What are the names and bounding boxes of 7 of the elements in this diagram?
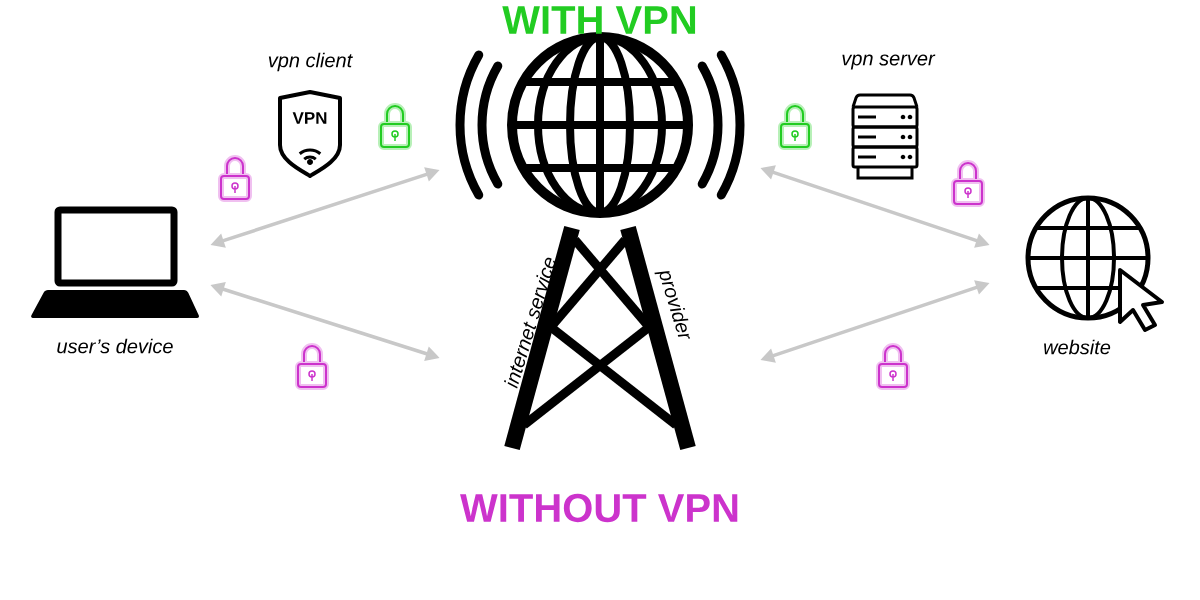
heading: WITH VPN <box>502 6 696 34</box>
node-label: website <box>1044 339 1111 355</box>
heading: WITHOUT VPN <box>460 493 738 523</box>
node-label: user’s device <box>57 338 173 354</box>
icon-caption: vpn client <box>268 52 353 72</box>
node-label: internet service <box>504 257 556 389</box>
icon-caption: vpn server <box>842 54 936 70</box>
